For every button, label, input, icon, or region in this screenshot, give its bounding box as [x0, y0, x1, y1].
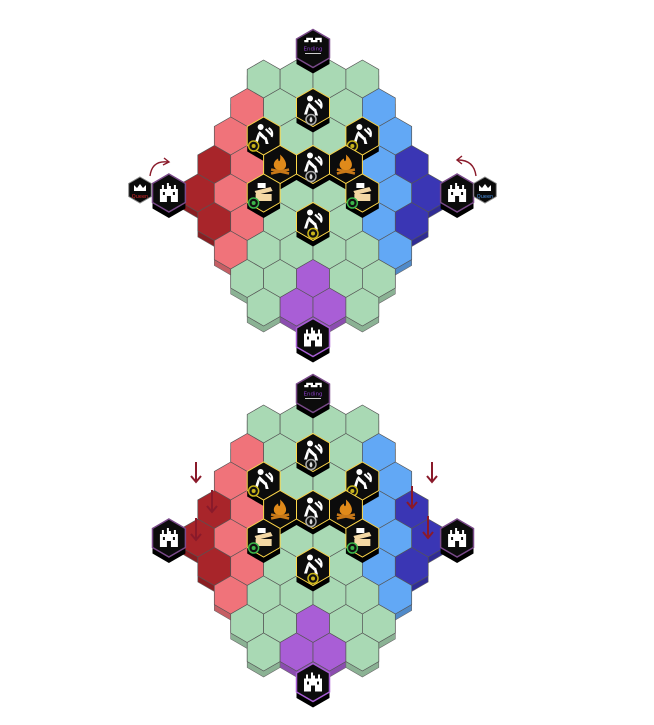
castle-red[interactable] [151, 173, 187, 218]
down-arrow-icon [406, 486, 418, 510]
ending-tile[interactable]: Ending [295, 28, 331, 74]
ending-tile[interactable]: Ending [295, 373, 331, 419]
miner-tile-bottom[interactable] [296, 201, 330, 247]
curved-arrow-icon [162, 157, 171, 166]
miner-tile-center[interactable] [296, 144, 330, 190]
down-arrow-icon [190, 518, 202, 542]
down-arrow-icon [422, 516, 434, 540]
curved-arrow-icon [455, 155, 463, 165]
treasure-tile-right[interactable] [345, 173, 380, 218]
queen-token-blue-label: Queen [477, 194, 493, 200]
hex-tile[interactable] [345, 287, 380, 327]
hex-tile[interactable] [345, 632, 380, 672]
down-arrow-icon [426, 462, 438, 484]
ending-label: Ending [304, 47, 323, 53]
hex-board-1: Ending [151, 28, 475, 363]
queen-token-blue[interactable]: Queen [473, 176, 497, 204]
curved-arrow-icon [149, 161, 169, 177]
castle-red[interactable] [151, 518, 187, 563]
castle-blue[interactable] [439, 173, 475, 218]
queen-token-red[interactable]: Queen [128, 176, 152, 204]
treasure-tile-left[interactable] [246, 518, 281, 563]
miner-tile-bottom[interactable] [296, 546, 330, 592]
curved-arrow-icon [457, 159, 477, 177]
treasure-tile-right[interactable] [345, 518, 380, 563]
ending-label: Ending [304, 392, 323, 398]
treasure-tile-left[interactable] [246, 173, 281, 218]
miner-tile-top[interactable] [296, 87, 330, 133]
down-arrow-icon [206, 490, 218, 514]
hex-board-2: Ending [151, 373, 475, 708]
miner-tile-top[interactable] [296, 432, 330, 478]
queen-token-red-label: Queen [132, 194, 148, 200]
queen-crown-icon [134, 184, 146, 191]
miner-tile-center[interactable] [296, 489, 330, 535]
castle-purple[interactable] [295, 662, 331, 708]
down-arrow-icon [190, 462, 202, 484]
castle-purple[interactable] [295, 317, 331, 363]
queen-crown-icon [479, 184, 491, 191]
castle-blue[interactable] [439, 518, 475, 563]
